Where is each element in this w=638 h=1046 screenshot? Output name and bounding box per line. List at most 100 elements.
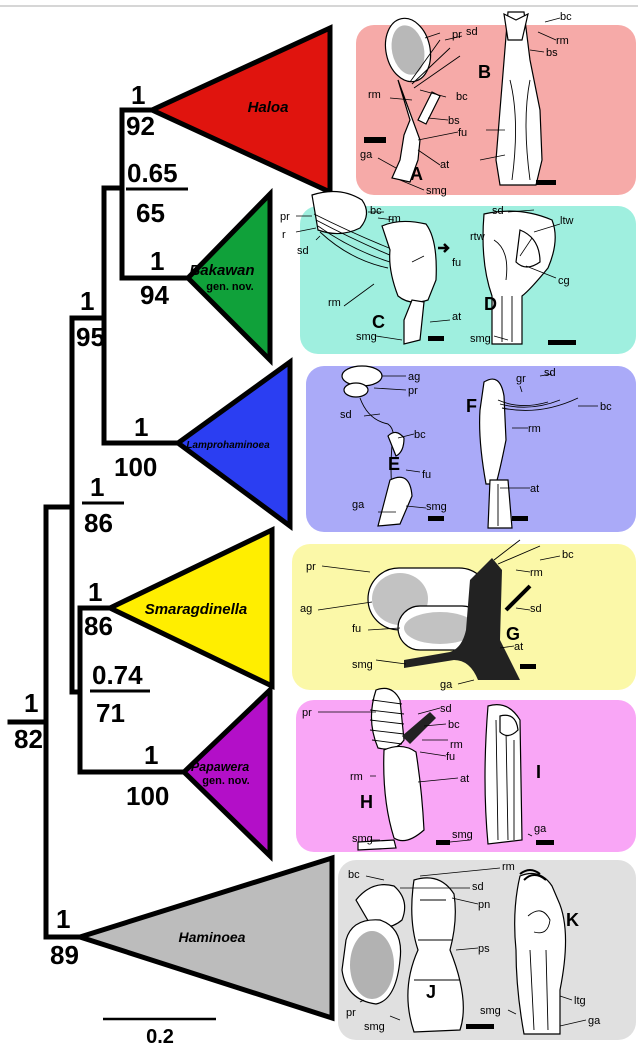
figure-letter-b: B [478,62,491,82]
label-r: r [282,229,286,241]
label-sd: sd [472,881,484,893]
tree: Haloa Bakawan gen. nov. Lamprohaminoea S… [10,28,332,1046]
label-rm-2: rm [328,297,341,309]
label-smg: smg [356,331,377,343]
figure-letter-h: H [360,792,373,812]
support-pp: 1 [80,286,94,316]
scale-bar-label: 0.2 [146,1026,174,1046]
label-smg: smg [352,659,373,671]
support-pp: 1 [131,80,145,110]
label-rm-b: rm [556,35,569,47]
label-bs-b: bs [546,47,558,59]
figure-letter-i: I [536,762,541,782]
label-ag: ag [300,603,312,615]
label-bc: bc [448,719,460,731]
support-bs: 86 [84,611,113,641]
panel-ab: pr sd rm bc bs fu at ga smg bc rm bs A B [356,11,636,197]
scale-bar-g [520,664,536,669]
support-bs: 95 [76,322,105,352]
label-rm: rm [502,861,515,873]
support-bs: 82 [14,724,43,754]
haloa-clade-triangle [152,28,330,192]
support-pp: 1 [150,246,164,276]
clade-name-lamprohaminoea: Lamprohaminoea [186,440,270,451]
label-pr: pr [452,29,462,41]
label-gr: gr [516,373,526,385]
support-lamprohaminoea: 1 100 [114,412,157,482]
label-bc: bc [456,91,468,103]
scale-bar-a [364,137,386,143]
support-bs: 100 [126,781,169,811]
label-at: at [452,311,461,323]
label-bc: bc [414,429,426,441]
figure-letter-d: D [484,294,497,314]
label-ga: ga [360,149,373,161]
label-pr: pr [302,707,312,719]
figure-letter-j: J [426,982,436,1002]
label-ga: ga [588,1015,601,1027]
support-papawera: 1 100 [126,740,169,811]
label-sd: sd [340,409,352,421]
label-sd: sd [530,603,542,615]
support-bs: 89 [50,940,79,970]
support-pp: 1 [144,740,158,770]
clade-name-smaragdinella: Smaragdinella [145,601,248,618]
label-bc-b: bc [560,11,572,23]
support-pp: 0.65 [127,158,178,188]
support-pp: 1 [56,904,70,934]
scale-bar-f [512,516,528,521]
label-ltg: ltg [574,995,586,1007]
label-pr: pr [306,561,316,573]
scale-bar-i [536,840,554,845]
panel-g: pr ag fu smg ga bc rm sd at G [292,540,636,691]
label-ag: ag [408,371,420,383]
label-rm: rm [450,739,463,751]
label-smg: smg [364,1021,385,1033]
support-pp: 1 [134,412,148,442]
label-sd: sd [466,26,478,38]
figure-letter-e: E [388,454,400,474]
support-bs: 100 [114,452,157,482]
scale-bar-b [536,180,556,185]
scale-bar-c [428,336,444,341]
support-bs: 65 [136,198,165,228]
panel-jk: bc rm sd pn ps pr smg ltg smg ga J K [338,860,636,1040]
label-pr: pr [408,385,418,397]
label-rm: rm [368,89,381,101]
label-ltw: ltw [560,215,574,227]
scale-bar-e [428,516,444,521]
label-rm: rm [388,213,401,225]
label-at: at [440,159,449,171]
figure-letter-k: K [566,910,579,930]
support-pp: 1 [90,472,104,502]
support-bs: 94 [140,280,169,310]
label-rtw: rtw [470,231,485,243]
label-bs: bs [448,115,460,127]
support-pp: 1 [88,577,102,607]
support-bs: 92 [126,111,155,141]
support-pp: 1 [24,688,38,718]
label-bc-f: bc [600,401,612,413]
label-ps: ps [478,943,490,955]
support-pp: 0.74 [92,660,143,690]
clade-name-haminoea: Haminoea [179,929,246,945]
label-smg: smg [352,833,373,845]
clade-suffix-papawera: gen. nov. [202,775,249,787]
panel-cd: pr r bc rm sd rm fu at smg sd rtw ltw cg… [280,191,636,354]
scale-bar-h [436,840,450,845]
support-haloa: 1 92 [126,80,155,141]
label-smg: smg [426,501,447,513]
label-at: at [460,773,469,785]
label-cg: cg [558,275,570,287]
clade-name-haloa: Haloa [248,99,289,116]
label-smg-i: smg [452,829,473,841]
label-bc: bc [370,205,382,217]
scale-bar: 0.2 [103,1019,216,1046]
label-sd-f: sd [544,367,556,379]
label-fu: fu [422,469,431,481]
label-pr: pr [280,211,290,223]
label-bc: bc [348,869,360,881]
scale-bar-j [466,1024,494,1029]
label-pr: pr [346,1007,356,1019]
support-smar-papa: 0.74 71 [90,660,150,728]
